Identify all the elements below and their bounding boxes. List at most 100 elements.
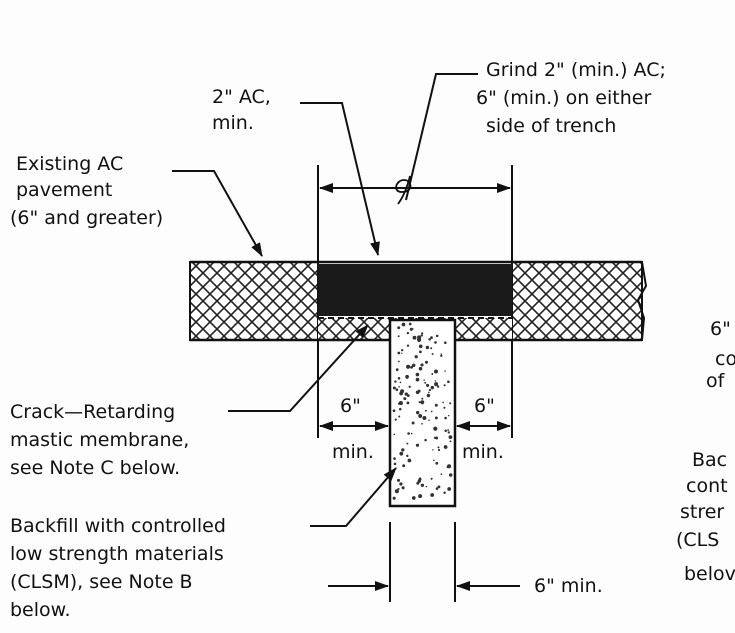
clsm-dot: [417, 335, 422, 340]
clsm-dot: [406, 394, 410, 398]
clsm-dot: [422, 415, 427, 421]
leader-crack: [228, 324, 369, 412]
clsm-dot: [437, 446, 440, 449]
label-ac-min: 2" AC, min.: [212, 86, 277, 134]
label-backfill-line-1: Backfill with controlled: [10, 515, 226, 537]
clsm-dot: [432, 449, 434, 451]
clsm-trench: [388, 318, 457, 508]
existing-pavement-left: [189, 261, 319, 341]
clsm-dot: [407, 458, 412, 463]
leader-backfill: [310, 467, 397, 527]
clsm-dot: [448, 473, 453, 477]
label-existing-line-2: pavement: [16, 179, 112, 201]
clsm-dot: [420, 363, 424, 367]
clsm-dot: [447, 380, 450, 384]
right-edge-b-line-1: Bac: [692, 449, 727, 471]
clsm-dot: [427, 391, 430, 394]
clsm-dot: [447, 414, 450, 417]
clsm-dot: [434, 403, 438, 407]
label-ac-min-line-2: min.: [212, 112, 254, 134]
clsm-dot: [443, 491, 446, 494]
clsm-dot: [443, 406, 446, 409]
clsm-dot: [425, 485, 428, 488]
clsm-dot: [406, 454, 409, 457]
right-edge-text-a: 6" co of: [706, 318, 735, 392]
clsm-dot: [392, 386, 396, 390]
clsm-dot: [426, 393, 431, 398]
clsm-dot: [406, 442, 409, 445]
label-existing-line-3: (6" and greater): [10, 207, 163, 229]
label-grind-line-1: Grind 2" (min.) AC;: [486, 59, 666, 81]
clsm-dot: [398, 385, 400, 388]
clsm-dot: [424, 409, 427, 412]
clsm-dot: [434, 380, 437, 382]
clsm-stipple: [392, 322, 453, 500]
clsm-dot: [397, 335, 400, 338]
clsm-dot: [401, 349, 404, 352]
clsm-dot: [448, 435, 453, 439]
clsm-dot: [435, 487, 439, 490]
dim-bottom-label: 6" min.: [534, 575, 603, 597]
clsm-dot: [399, 451, 404, 456]
clsm-dot: [433, 436, 436, 439]
clsm-dot: [418, 494, 423, 499]
clsm-dot: [411, 421, 415, 425]
label-crack: Crack—Retarding mastic membrane, see Not…: [10, 401, 195, 479]
clsm-dot: [393, 457, 396, 460]
clsm-dot: [430, 493, 435, 497]
existing-pavement-right: [511, 261, 643, 341]
clsm-dot: [406, 344, 410, 347]
clsm-dot: [392, 496, 396, 500]
clsm-dot: [440, 354, 443, 357]
label-crack-line-1: Crack—Retarding: [10, 401, 175, 423]
clsm-dot: [424, 381, 427, 384]
label-backfill-line-3: (CLSM), see Note B: [10, 571, 193, 593]
clsm-dot: [419, 477, 422, 479]
label-existing: Existing AC pavement (6" and greater): [10, 153, 163, 229]
clsm-dot: [418, 366, 423, 371]
clsm-dot: [435, 436, 439, 440]
right-edge-b-line-3: strer: [680, 501, 724, 523]
clsm-dot: [444, 429, 447, 432]
clsm-dot: [434, 416, 438, 420]
clsm-dot: [408, 385, 411, 388]
clsm-dot: [424, 360, 429, 364]
label-backfill-line-4: below.: [10, 599, 71, 621]
clsm-dot: [392, 409, 396, 413]
leader-ac-min: [300, 102, 380, 256]
clsm-dot: [449, 440, 452, 443]
clsm-dot: [394, 380, 397, 383]
clsm-dot: [399, 381, 402, 384]
clsm-dot: [423, 379, 425, 381]
clsm-dot: [420, 483, 425, 487]
label-backfill-line-2: low strength materials: [10, 543, 224, 565]
clsm-dot: [403, 397, 407, 401]
clsm-dot: [415, 390, 420, 395]
clsm-dot: [443, 384, 446, 387]
label-crack-line-2: mastic membrane,: [10, 429, 189, 451]
clsm-dot: [443, 445, 448, 449]
dim-right-unit: min.: [462, 441, 504, 463]
clsm-dot: [415, 372, 420, 377]
clsm-dot: [426, 383, 430, 387]
clsm-dot: [401, 486, 405, 490]
clsm-dot: [397, 402, 401, 405]
clsm-dot: [395, 368, 399, 372]
clsm-dot: [447, 464, 452, 469]
clsm-dot: [416, 481, 420, 485]
clsm-dot: [395, 388, 399, 392]
right-edge-b-line-2: cont: [686, 475, 728, 497]
clsm-dot: [433, 459, 435, 462]
clsm-dot: [430, 477, 433, 480]
right-edge-a-line-3: of: [706, 370, 726, 392]
clsm-dot: [408, 322, 412, 326]
clsm-dot: [437, 485, 441, 489]
clsm-dot: [428, 419, 430, 421]
clsm-dot: [419, 350, 422, 354]
clsm-dot: [399, 482, 403, 486]
clsm-dot: [418, 414, 423, 418]
clsm-dot: [440, 473, 443, 475]
clsm-dot: [437, 448, 441, 452]
